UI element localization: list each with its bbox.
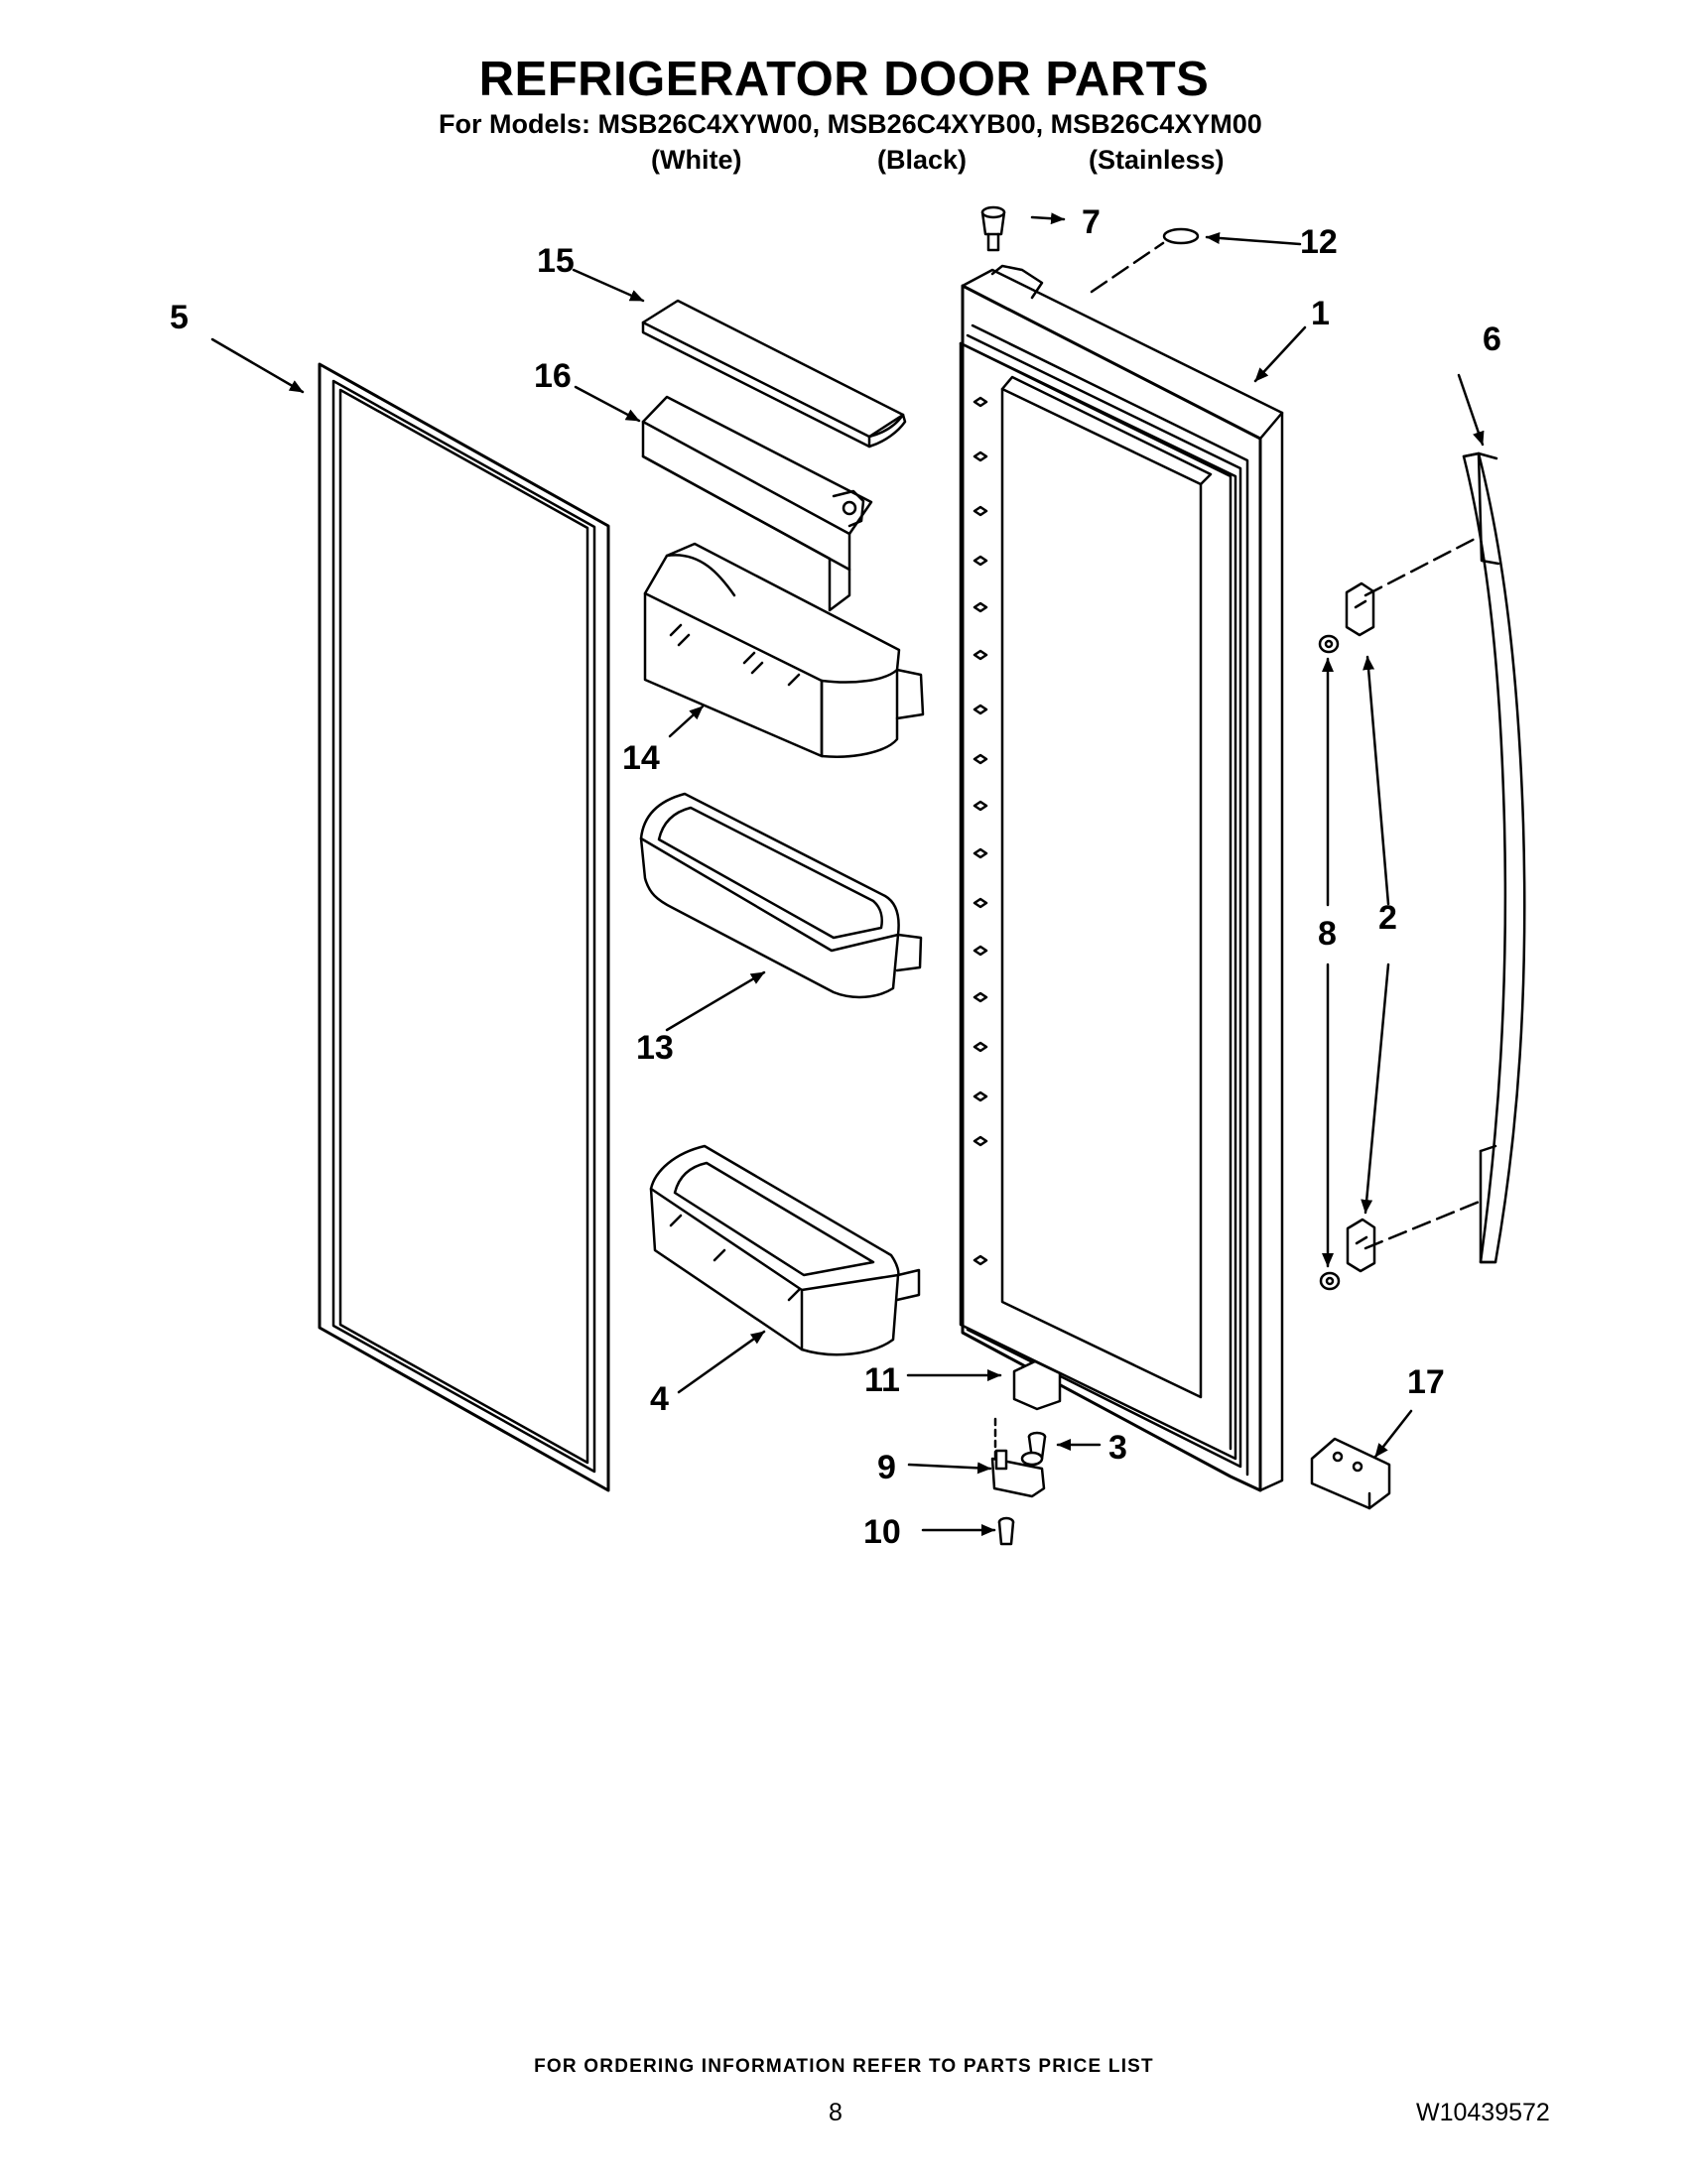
callout-3: 3: [1108, 1429, 1127, 1467]
hinge-cover-plug-part: [980, 205, 1006, 252]
callout-15: 15: [537, 242, 575, 280]
handle-mounting-bracket-lower-part: [1346, 1218, 1376, 1273]
page-number: 8: [829, 2099, 843, 2126]
screw-part-10: [997, 1516, 1015, 1546]
callout-6: 6: [1483, 321, 1501, 358]
door-handle-part: [1462, 451, 1526, 1264]
callout-14: 14: [622, 739, 660, 777]
refrigerator-door-part: [959, 264, 1284, 1492]
finish-white-label: (White): [651, 145, 742, 175]
callout-11: 11: [864, 1361, 900, 1399]
callout-5: 5: [170, 299, 189, 336]
door-gasket-part: [318, 362, 610, 1492]
o-ring-part: [1162, 227, 1200, 245]
callout-1: 1: [1311, 295, 1330, 332]
leader-lines: [210, 212, 1485, 1536]
ordering-note: FOR ORDERING INFORMATION REFER TO PARTS …: [534, 2056, 1154, 2077]
dairy-door-part: [641, 395, 873, 612]
callout-8: 8: [1318, 915, 1337, 953]
callout-17: 17: [1407, 1363, 1445, 1401]
handle-set-screw-upper-part: [1318, 634, 1340, 654]
dairy-bin-part: [643, 542, 925, 758]
callout-13: 13: [636, 1029, 674, 1067]
callout-2: 2: [1378, 899, 1397, 937]
hinge-cover-part-17: [1310, 1437, 1391, 1510]
door-liner-tabs: [973, 396, 988, 1266]
handle-mounting-bracket-upper-part: [1345, 581, 1375, 637]
door-bin-upper-part: [639, 792, 923, 999]
finish-black-label: (Black): [877, 145, 968, 175]
callout-7: 7: [1082, 203, 1101, 241]
handle-set-screw-lower-part: [1319, 1271, 1341, 1291]
bottom-hinge-part: [990, 1449, 1046, 1498]
callout-9: 9: [877, 1449, 896, 1486]
callout-10: 10: [863, 1513, 901, 1551]
callout-12: 12: [1300, 223, 1338, 261]
callout-16: 16: [534, 357, 572, 395]
dairy-door-cover-part: [641, 299, 907, 449]
models-line: For Models: MSB26C4XYW00, MSB26C4XYB00, …: [439, 109, 1262, 139]
hinge-shim-part: [1012, 1359, 1062, 1411]
page-title: REFRIGERATOR DOOR PARTS: [478, 53, 1210, 106]
callout-4: 4: [650, 1380, 669, 1418]
door-bin-lower-part: [649, 1144, 921, 1356]
finish-stainless-label: (Stainless): [1089, 145, 1225, 175]
document-number: W10439572: [1416, 2099, 1550, 2126]
